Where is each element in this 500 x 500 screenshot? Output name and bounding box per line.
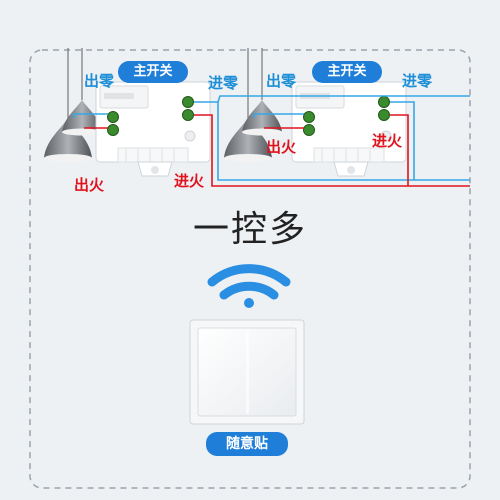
module-2-in-live-label: 进火 [372,132,403,150]
module-1-out-neutral-label: 出零 [84,72,115,90]
module-2-title: 主开关 [312,61,382,83]
neutral-wires [73,95,470,181]
switch-module-2 [291,81,407,177]
module-1-title: 主开关 [118,61,188,83]
module-1-out-live-label: 出火 [74,176,105,194]
terminal [107,124,119,136]
dashed-frame [29,49,471,489]
terminal [378,96,390,108]
remote-label: 随意贴 [206,432,288,456]
terminal [303,124,315,136]
pendant-lamp-icon [62,48,102,136]
module-2-out-live-label: 出火 [266,138,297,156]
module-2-in-neutral-label: 进零 [402,72,433,90]
module-1-in-live-label: 进火 [174,172,205,190]
pendant-lamp-icon [242,48,282,136]
terminal [182,109,194,121]
module-2-out-neutral-label: 出零 [266,72,297,90]
terminal [303,111,315,123]
switch-module-1 [95,81,211,177]
terminal [182,96,194,108]
pendant-lamp-icon [224,48,272,162]
live-wires [84,114,470,187]
wall-switch [189,319,305,425]
module-1-in-neutral-label: 进零 [208,74,239,92]
headline: 一控多 [192,209,307,250]
pendant-lamp-icon [44,48,92,162]
terminal [107,111,119,123]
wifi-signal-icon [207,264,291,308]
terminal [378,109,390,121]
